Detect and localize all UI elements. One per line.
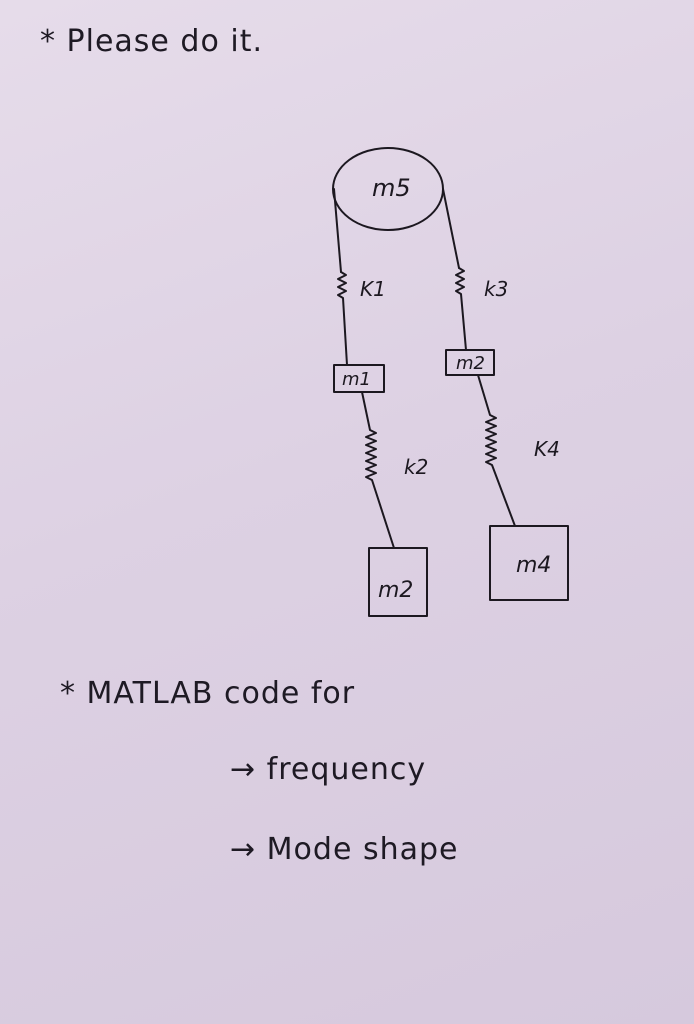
mass-m2-upper-box [445, 349, 495, 376]
left-rope [333, 188, 342, 273]
mass-m4-label: m4 [516, 553, 551, 578]
spring-k2 [361, 391, 395, 549]
mass-m1-label: m1 [342, 369, 371, 390]
mass-m2-lower-label: m2 [378, 578, 413, 603]
header-note: * Please do it. [40, 24, 263, 59]
right-rope [442, 188, 460, 269]
mass-m2-lower-box [368, 547, 428, 617]
spring-k4 [477, 374, 516, 527]
spring-k3 [455, 267, 467, 351]
spring-k1-label: K1 [360, 277, 386, 301]
spring-k4-label: K4 [534, 437, 560, 461]
mass-m2-upper-label: m2 [456, 353, 485, 374]
spring-k3-label: k3 [484, 277, 508, 301]
request-item-frequency: → frequency [230, 752, 427, 787]
spring-k1 [337, 271, 348, 366]
spring-k2-label: k2 [404, 455, 428, 479]
request-title: * MATLAB code for [60, 676, 356, 711]
mass-m1-box [333, 364, 385, 393]
request-item-mode-shape: → Mode shape [230, 832, 459, 867]
mass-m4-box [489, 525, 569, 601]
pulley-label: m5 [372, 174, 411, 202]
